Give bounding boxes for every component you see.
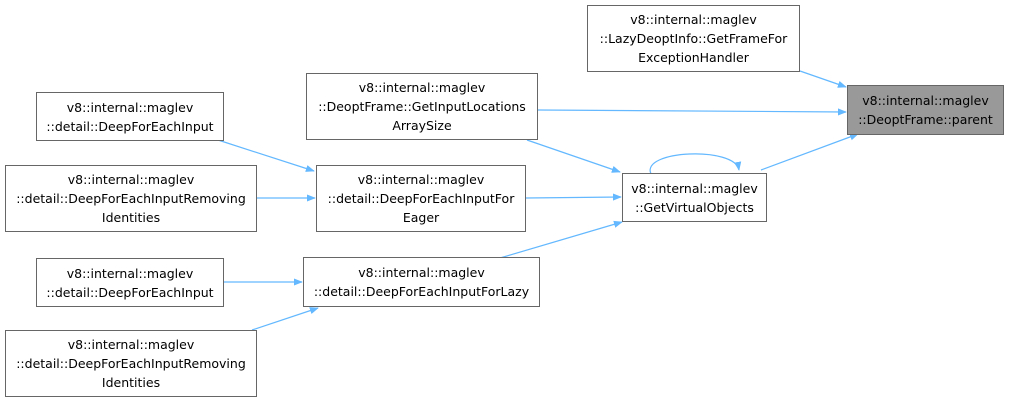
node-line: v8::internal::maglev [630, 12, 757, 27]
node-line: v8::internal::maglev [358, 265, 485, 280]
node-line: v8::internal::maglev [66, 265, 194, 281]
node-deep-for-each-input-removing-identities-1[interactable]: v8::internal::maglev ::detail::DeepForEa… [5, 165, 257, 232]
node-line: v8::internal::maglev [358, 80, 486, 95]
node-line: v8::internal::maglev [631, 180, 758, 196]
edge-lazy-deopt-to-parent [799, 70, 847, 88]
node-deep-for-each-input-for-eager[interactable]: v8::internal::maglev ::detail::DeepForEa… [316, 165, 526, 232]
edge-get-input-locations-to-parent [537, 108, 847, 116]
edge-get-virtual-objects-self-loop [649, 153, 742, 175]
edge-deep-removing-2-to-lazy [251, 307, 319, 331]
node-line: ::detail::DeepForEachInputFor [327, 191, 515, 206]
node-line: v8::internal::maglev [67, 337, 195, 352]
node-get-virtual-objects[interactable]: v8::internal::maglev ::GetVirtualObjects [622, 173, 767, 222]
node-line: ExceptionHandler [638, 50, 749, 65]
node-line: Eager [402, 210, 440, 225]
node-line: ::detail::DeepForEachInputForLazy [313, 284, 530, 299]
node-line: ::LazyDeoptInfo::GetFrameFor [599, 31, 788, 46]
node-line: ::DeoptFrame::parent [858, 112, 993, 127]
node-line: ::DeoptFrame::GetInputLocations [318, 99, 526, 114]
node-line: v8::internal::maglev [357, 172, 485, 187]
node-deopt-frame-parent: v8::internal::maglev ::DeoptFrame::paren… [847, 85, 1004, 135]
node-deep-for-each-input-removing-identities-2[interactable]: v8::internal::maglev ::detail::DeepForEa… [5, 330, 257, 397]
node-line: v8::internal::maglev [66, 99, 194, 115]
node-line: ::detail::DeepForEachInputRemoving [16, 191, 246, 206]
edge-lazy-to-get-virtual-objects [499, 220, 623, 259]
node-line: ::GetVirtualObjects [635, 199, 754, 215]
edge-get-virtual-objects-to-parent [760, 133, 859, 171]
node-line: ::detail::DeepForEachInput [46, 118, 214, 134]
node-lazy-deopt-info-get-frame-for-exception-handler[interactable]: v8::internal::maglev ::LazyDeoptInfo::Ge… [587, 5, 800, 72]
node-line: ArraySize [392, 118, 452, 133]
edge-deep-input-1-to-eager [217, 139, 315, 172]
node-line: ::detail::DeepForEachInputRemoving [16, 356, 246, 371]
node-deep-for-each-input-1[interactable]: v8::internal::maglev ::detail::DeepForEa… [36, 92, 224, 141]
node-line: Identities [101, 210, 161, 225]
node-line: v8::internal::maglev [862, 93, 989, 108]
node-line: ::detail::DeepForEachInput [46, 284, 214, 300]
node-deep-for-each-input-for-lazy[interactable]: v8::internal::maglev ::detail::DeepForEa… [303, 257, 540, 307]
edge-get-input-locations-to-get-virtual-objects [526, 139, 621, 173]
node-deopt-frame-get-input-locations-array-size[interactable]: v8::internal::maglev ::DeoptFrame::GetIn… [306, 73, 538, 140]
node-deep-for-each-input-2[interactable]: v8::internal::maglev ::detail::DeepForEa… [36, 258, 224, 307]
node-line: v8::internal::maglev [67, 172, 195, 187]
edge-eager-to-get-virtual-objects [525, 193, 622, 201]
node-line: Identities [101, 375, 161, 390]
